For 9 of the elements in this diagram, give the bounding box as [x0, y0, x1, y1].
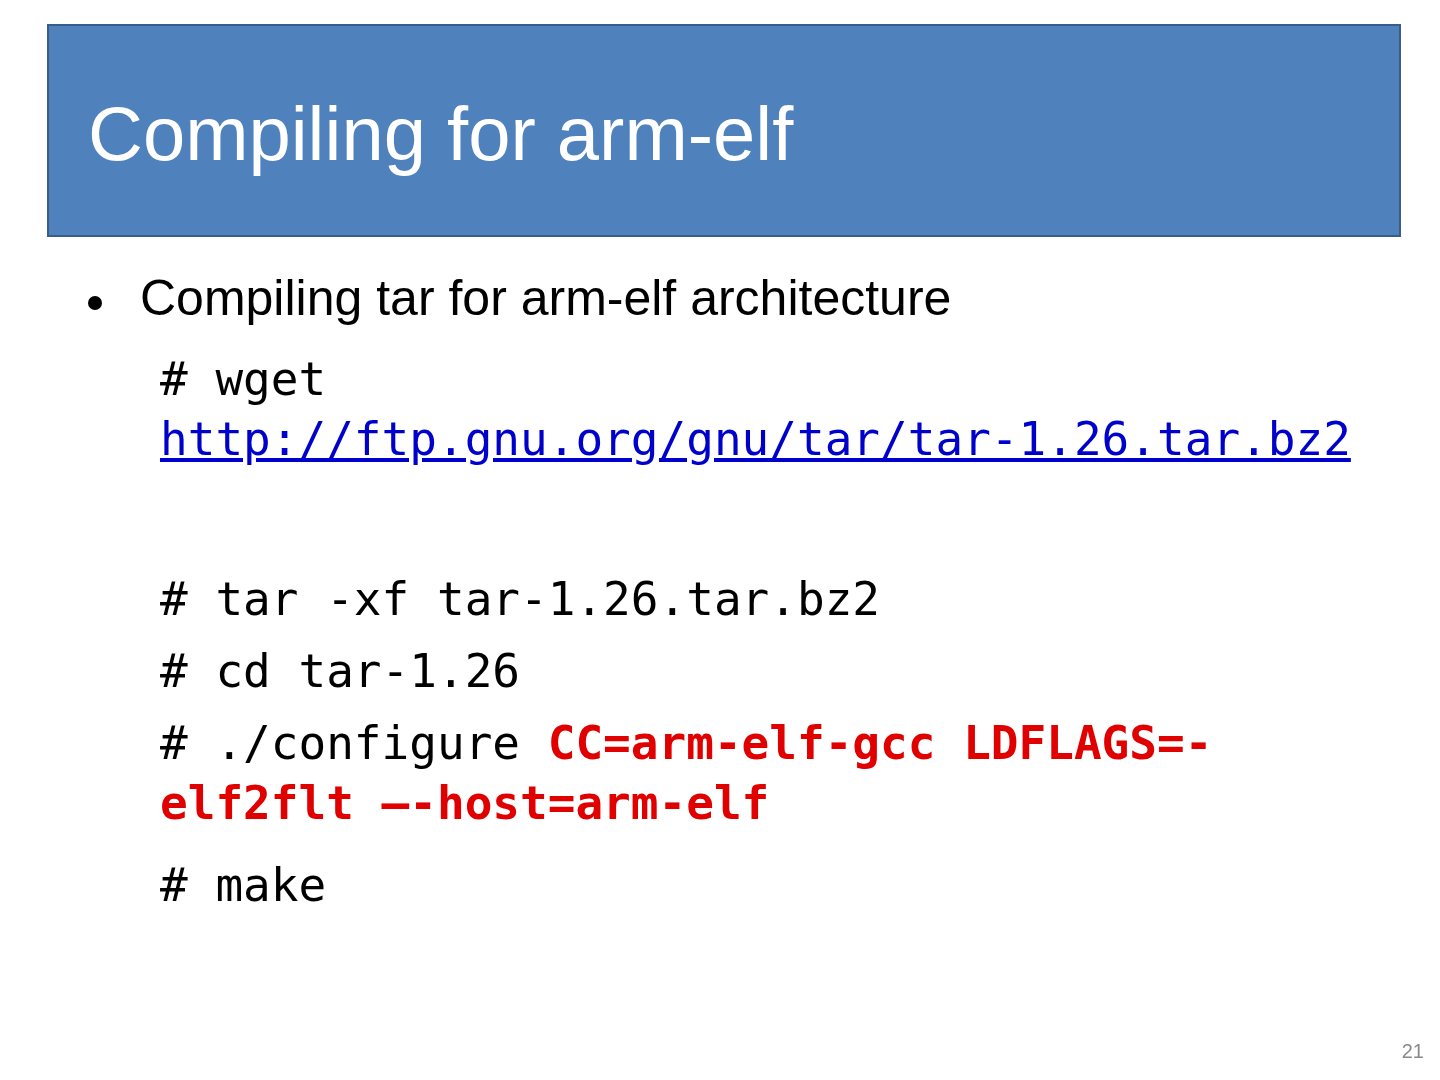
url-link: http://ftp.gnu.org/gnu/tar/tar-1.26.tar.bz2	[160, 411, 1351, 466]
command-line: # ./configure CC=arm-elf-gcc LDFLAGS=-elf2flt –-host=arm-elf	[160, 715, 1214, 832]
command-line: # tar -xf tar-1.26.tar.bz2	[160, 571, 881, 628]
command-line: # cd tar-1.26	[160, 643, 521, 700]
page-number: 21	[1401, 1040, 1424, 1063]
command-line: # wget http://ftp.gnu.org/gnu/tar/tar-1.26.tar.bz2	[160, 351, 1351, 468]
bullet-text: Compiling tar for arm-elf architecture	[140, 269, 952, 328]
command-line: # make	[160, 857, 327, 914]
slide-title: Compiling for arm-elf	[88, 92, 794, 176]
